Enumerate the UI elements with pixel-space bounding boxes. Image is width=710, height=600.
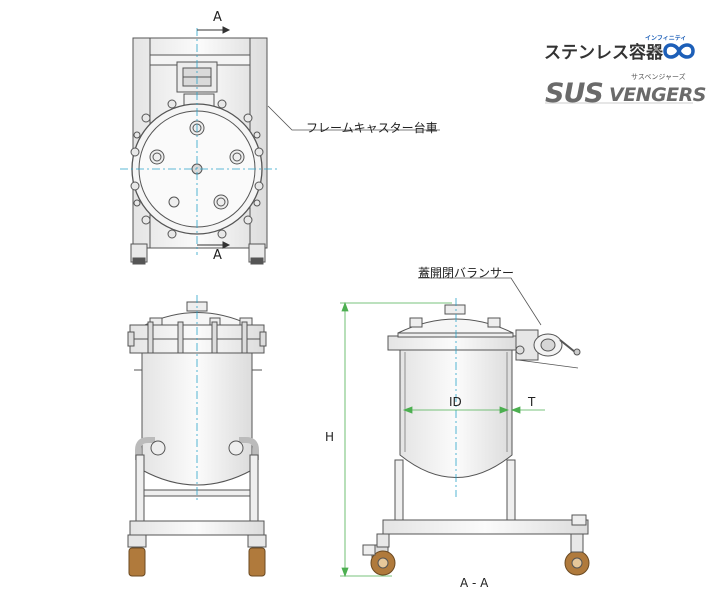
top-centerlines [120,28,278,255]
brand-cross: × [651,42,662,57]
lid-balancer-label: 蓋開閉バランサー [418,266,515,280]
brand-logo-kana: サスベンジャーズ [631,73,686,81]
brand-name: ステンレス容器 [544,43,663,63]
balancer-leader [418,277,542,326]
section-view-label: A - A [460,576,489,590]
brand-logo-sus: SUS [545,78,604,109]
section-view [362,304,590,576]
section-label-bottom: A [213,248,222,263]
top-view [130,37,268,265]
infinity-icon [663,43,695,59]
dimension-h-label: H [325,430,335,444]
flange-clamps [130,99,264,239]
frame-caster-leader [267,105,440,131]
dimension-id-label: ID [449,395,462,409]
section-arrows [197,26,231,249]
dimensions [340,301,545,578]
dimension-t-label: T [528,395,536,409]
section-label-top: A [213,10,222,25]
brand-logo-vengers: VENGERS [609,84,706,106]
frame-caster-label: フレームキャスター台車 [306,121,438,135]
brand-infinity-kana: インフィニティ [645,35,687,42]
